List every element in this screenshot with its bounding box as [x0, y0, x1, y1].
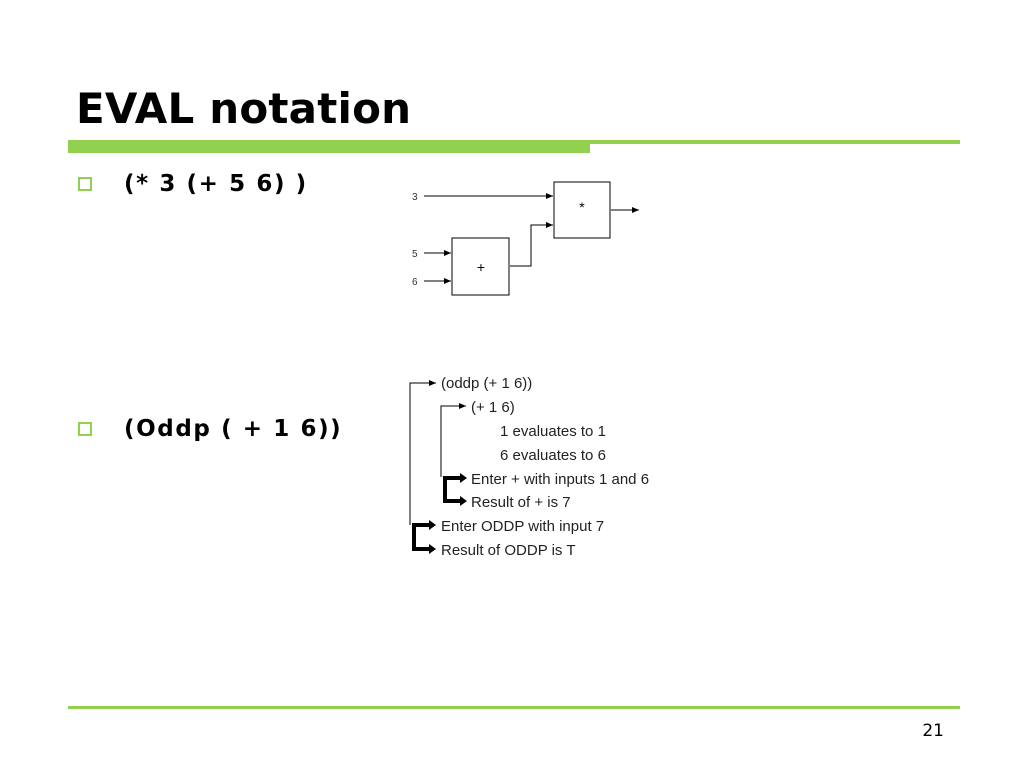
arrow-right-icon: [460, 473, 467, 483]
outer-call-connector: [409, 380, 436, 525]
trace-line-2: (+ 1 6): [471, 399, 515, 416]
circuit-diagram: 3 5 6 * +: [412, 181, 639, 296]
input-label-6: 6: [412, 277, 418, 288]
multiply-box: [553, 181, 611, 239]
trace-line-4: 6 evaluates to 6: [500, 447, 606, 464]
footer-rule: [68, 706, 960, 709]
slide-title: EVAL notation: [76, 84, 412, 133]
bullet-item-1: (* 3 (+ 5 6) ): [78, 171, 308, 197]
input-label-5: 5: [412, 249, 418, 260]
bullet-item-2: (Oddp ( + 1 6)): [78, 416, 342, 442]
input-label-3: 3: [412, 192, 418, 203]
bullet-text-2: (Oddp ( + 1 6)): [124, 416, 343, 442]
trace-line-6: Result of + is 7: [471, 494, 571, 511]
arrow-right-icon: [460, 496, 467, 506]
add-operator: +: [477, 259, 485, 275]
square-bullet-icon: [78, 177, 92, 191]
trace-line-5: Enter + with inputs 1 and 6: [471, 471, 649, 488]
trace-line-3: 1 evaluates to 1: [500, 423, 606, 440]
trace-line-8: Result of ODDP is T: [441, 542, 576, 559]
inner-result-bracket: [443, 476, 463, 503]
inner-call-connector: [440, 403, 466, 477]
multiply-operator: *: [579, 199, 585, 215]
arrow-right-icon: [429, 544, 436, 554]
title-underline-thick: [68, 140, 590, 153]
square-bullet-icon: [78, 422, 92, 436]
wire-add-to-multiply: [510, 222, 553, 267]
evaluation-trace: (oddp (+ 1 6)) (+ 1 6) 1 evaluates to 1 …: [409, 375, 649, 559]
outer-result-bracket: [412, 523, 432, 551]
add-box: [451, 237, 510, 296]
trace-line-1: (oddp (+ 1 6)): [441, 375, 532, 392]
bullet-text-1: (* 3 (+ 5 6) ): [124, 171, 308, 197]
page-number: 21: [922, 721, 944, 741]
title-underline-thin: [590, 140, 960, 144]
trace-line-7: Enter ODDP with input 7: [441, 518, 604, 535]
arrow-right-icon: [429, 520, 436, 530]
